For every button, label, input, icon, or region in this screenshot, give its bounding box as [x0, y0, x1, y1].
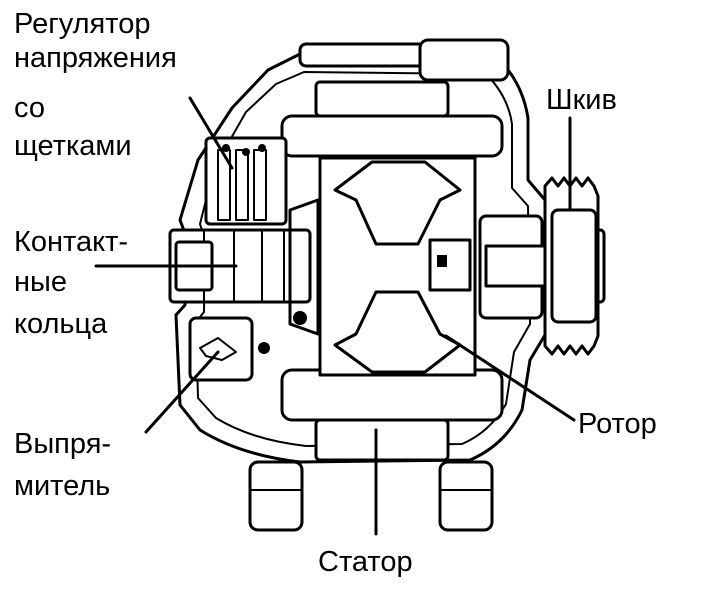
rotor-core-dot — [437, 255, 447, 267]
leader-rectifier — [144, 350, 220, 434]
label-regulator-line2: напряжения — [14, 42, 177, 74]
label-regulator-line4: щетками — [14, 130, 132, 162]
label-stator: Статор — [318, 546, 413, 578]
bottom-foot-left — [248, 460, 304, 532]
label-regulator-line1: Регулятор — [14, 8, 151, 40]
leader-rotor — [444, 334, 576, 422]
leader-regulator — [188, 96, 234, 170]
label-slip-rings-line1: Контакт- — [14, 226, 129, 258]
bottom-foot-right — [438, 460, 494, 532]
label-slip-rings-line2: ные — [14, 266, 67, 298]
housing-inner-outline — [195, 71, 531, 447]
rotor-claw-upper — [333, 160, 462, 246]
stator-bottom-block — [314, 418, 450, 462]
label-pulley: Шкив — [546, 84, 617, 116]
label-slip-rings-line3: кольца — [14, 308, 108, 340]
label-rectifier-line2: митель — [14, 470, 111, 502]
rear-bearing — [288, 198, 320, 336]
stator-top-block — [314, 80, 450, 118]
rotor-core — [428, 238, 472, 292]
label-rotor: Ротор — [578, 408, 657, 440]
housing-outline — [174, 52, 550, 464]
rotor-claw — [318, 156, 477, 377]
stator-core-bottom — [280, 368, 504, 422]
top-mount-lug — [418, 38, 510, 82]
stator-core-top — [280, 114, 504, 158]
rotor-claw-lower — [333, 290, 462, 374]
pulley-hub — [550, 208, 598, 324]
label-regulator-line3: со — [14, 92, 45, 124]
label-rectifier-line1: Выпря- — [14, 428, 112, 460]
